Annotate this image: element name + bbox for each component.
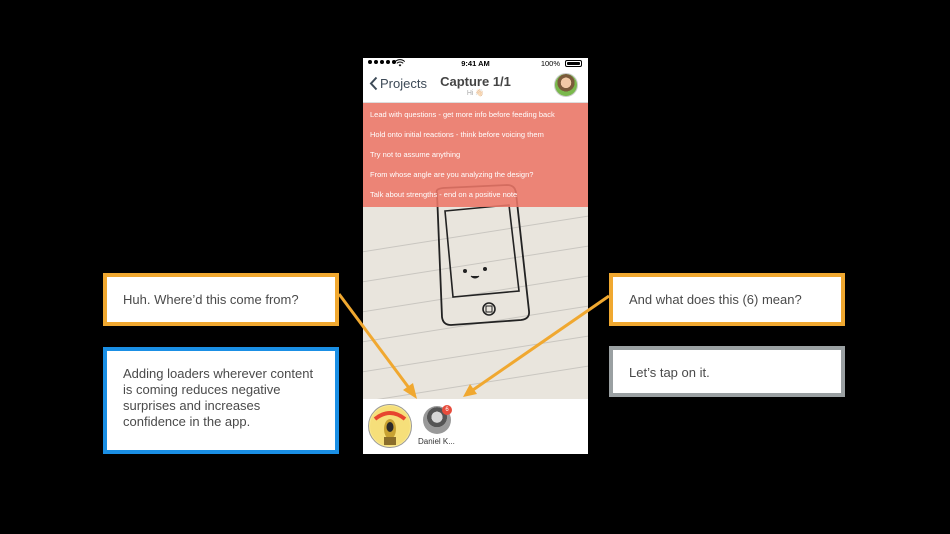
back-button-label: Projects bbox=[380, 76, 427, 91]
chevron-left-icon bbox=[369, 76, 378, 91]
status-time: 9:41 AM bbox=[461, 59, 490, 68]
callout-what-six: And what does this (6) mean? bbox=[609, 273, 845, 326]
page-title: Capture 1/1 bbox=[440, 74, 511, 89]
signal-icon bbox=[368, 60, 396, 64]
tip-item: Talk about strengths - end on a positive… bbox=[370, 190, 518, 199]
current-user-avatar[interactable] bbox=[368, 404, 412, 448]
wifi-icon bbox=[395, 59, 405, 67]
capture-image[interactable]: Lead with questions - get more info befo… bbox=[363, 103, 588, 399]
feedback-tips-banner: Lead with questions - get more info befo… bbox=[363, 103, 588, 207]
tip-item: From whose angle are you analyzing the d… bbox=[370, 170, 534, 179]
arrowhead-avatar bbox=[403, 383, 417, 399]
comment-count-badge[interactable]: 6 bbox=[442, 405, 452, 415]
tip-item: Hold onto initial reactions - think befo… bbox=[370, 130, 544, 139]
arrowhead-badge bbox=[463, 384, 477, 397]
arrow-to-avatar bbox=[337, 293, 414, 393]
callout-loaders: Adding loaders wherever content is comin… bbox=[103, 347, 339, 454]
back-button[interactable]: Projects bbox=[369, 76, 427, 91]
reviewer-bar: 6 Daniel K... bbox=[363, 399, 588, 454]
callout-where-from: Huh. Where’d this come from? bbox=[103, 273, 339, 326]
battery-percent: 100% bbox=[540, 59, 560, 68]
page-subtitle: Hi 👋🏻 bbox=[466, 90, 485, 97]
phone-screen: 9:41 AM 100% Projects Capture 1/1 Hi 👋🏻 bbox=[363, 58, 588, 454]
nav-bar: Projects Capture 1/1 Hi 👋🏻 bbox=[363, 70, 588, 103]
avatar[interactable] bbox=[554, 73, 578, 97]
tip-item: Try not to assume anything bbox=[370, 150, 461, 159]
arrow-to-badge bbox=[469, 294, 610, 394]
avatar-illustration bbox=[370, 406, 410, 446]
battery-icon bbox=[565, 60, 582, 67]
callout-tap: Let’s tap on it. bbox=[609, 346, 845, 397]
reviewer-name: Daniel K... bbox=[418, 437, 455, 446]
status-bar: 9:41 AM 100% bbox=[363, 58, 588, 70]
tip-item: Lead with questions - get more info befo… bbox=[370, 110, 555, 119]
